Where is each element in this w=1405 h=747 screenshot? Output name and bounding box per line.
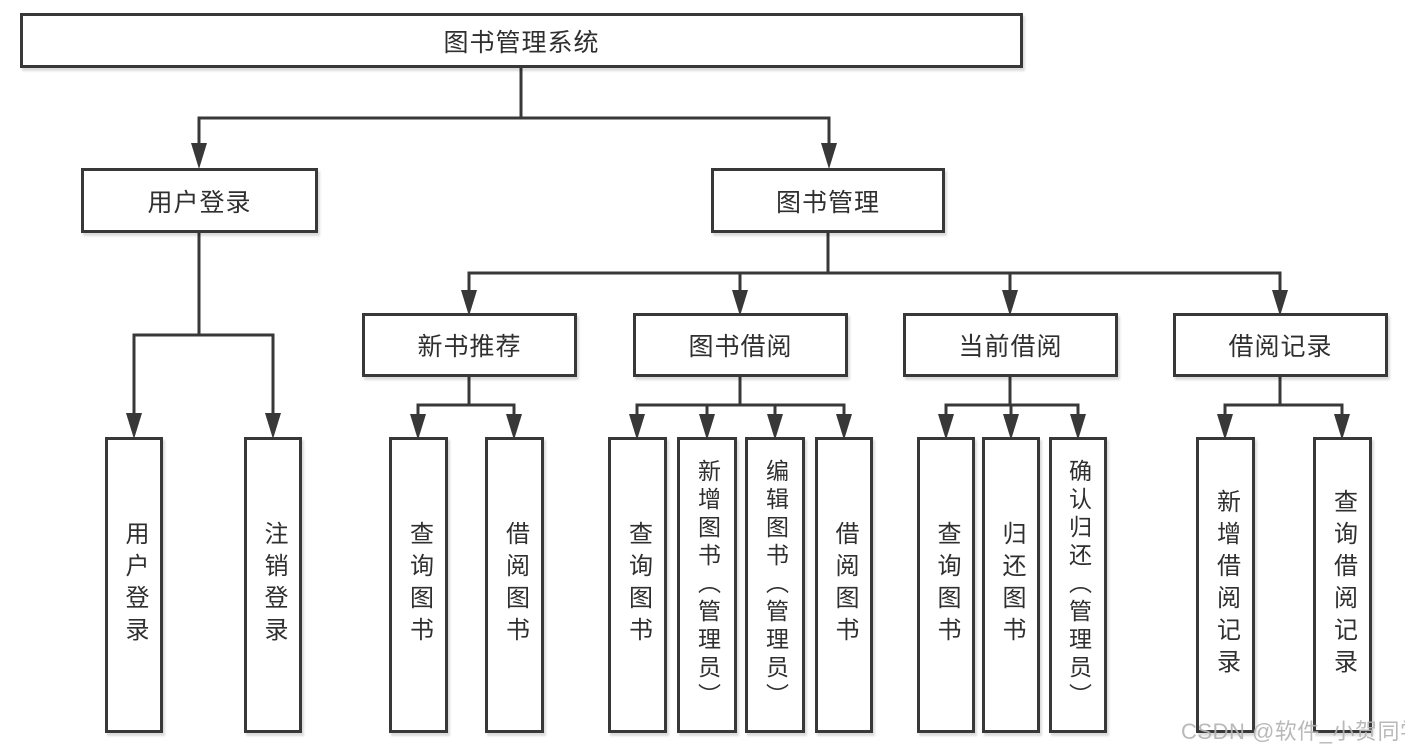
csdn-watermark: CSDN @软件_小贺同学 bbox=[1181, 719, 1405, 744]
leaf-add-borrow-record: 新增借阅记录 bbox=[1196, 437, 1255, 733]
node-library-management-system: 图书管理系统 bbox=[20, 13, 1023, 68]
node-new-book-recommendation: 新书推荐 bbox=[362, 313, 577, 377]
leaf-borrow-books-1: 借阅图书 bbox=[485, 437, 544, 733]
node-user-login-branch: 用户登录 bbox=[81, 168, 318, 233]
leaf-query-books-2: 查询图书 bbox=[608, 437, 667, 733]
leaf-logout: 注销登录 bbox=[244, 437, 302, 733]
node-book-management-branch: 图书管理 bbox=[711, 168, 945, 233]
leaf-return-books: 归还图书 bbox=[982, 437, 1040, 733]
node-current-borrowing: 当前借阅 bbox=[903, 313, 1118, 377]
leaf-borrow-books-2: 借阅图书 bbox=[815, 437, 873, 733]
node-borrowing-records: 借阅记录 bbox=[1173, 313, 1388, 377]
leaf-query-books-1: 查询图书 bbox=[389, 437, 448, 733]
leaf-query-books-3: 查询图书 bbox=[917, 437, 975, 733]
leaf-query-borrow-record: 查询借阅记录 bbox=[1313, 437, 1372, 733]
leaf-edit-books-admin: 编辑图书（管理员） bbox=[745, 437, 805, 733]
leaf-add-books-admin: 新增图书（管理员） bbox=[677, 437, 737, 733]
leaf-user-login: 用户登录 bbox=[105, 437, 163, 733]
node-book-borrowing: 图书借阅 bbox=[633, 313, 848, 377]
leaf-confirm-return-admin: 确认归还（管理员） bbox=[1049, 437, 1107, 733]
